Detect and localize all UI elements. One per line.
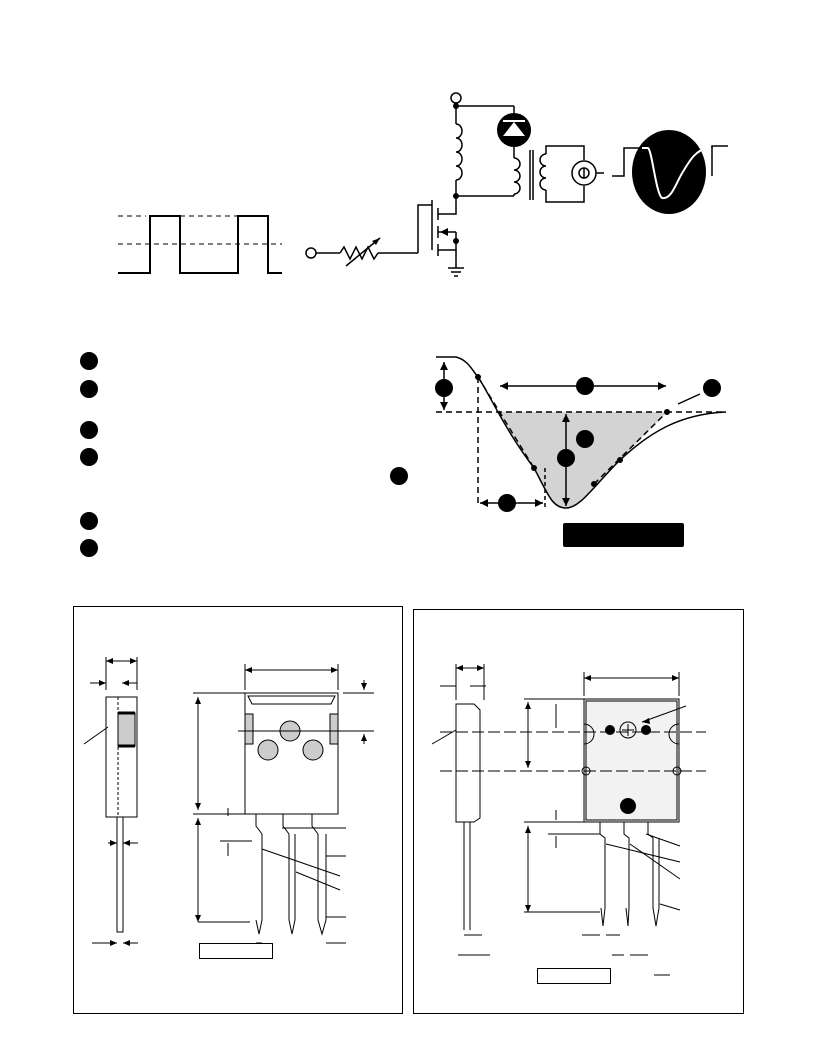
ground-icon xyxy=(448,262,464,277)
waveform-marker-3 xyxy=(703,379,721,397)
legend-marker-1 xyxy=(80,352,98,370)
legend-marker-7 xyxy=(390,467,408,485)
legend-marker-5 xyxy=(80,512,98,530)
oscilloscope-display-icon xyxy=(612,130,728,214)
waveform-marker-4 xyxy=(576,430,594,448)
legend-marker-2 xyxy=(80,380,98,398)
waveform-marker-6 xyxy=(498,494,516,512)
diode-icon xyxy=(497,113,531,158)
package-label-box-left xyxy=(199,943,273,959)
inductor-coil-icon xyxy=(450,92,515,197)
waveform-marker-1 xyxy=(435,379,453,397)
legend-marker-4 xyxy=(80,448,98,466)
package-panel-right xyxy=(413,609,744,1014)
legend-marker-3 xyxy=(80,421,98,439)
package-label-box-right xyxy=(537,968,611,984)
waveform-caption-bar xyxy=(563,523,684,547)
current-probe-icon xyxy=(571,160,604,186)
waveform-marker-5 xyxy=(557,449,575,467)
variable-resistor-icon xyxy=(305,237,418,267)
current-curve xyxy=(436,356,727,509)
waveform-marker-2 xyxy=(576,377,594,395)
square-wave-input xyxy=(118,215,282,274)
recovery-charge-area xyxy=(497,412,667,508)
legend-marker-6 xyxy=(80,539,98,557)
test-circuit-diagram xyxy=(118,92,728,277)
transformer-icon xyxy=(513,145,585,203)
mosfet-icon xyxy=(417,196,457,262)
